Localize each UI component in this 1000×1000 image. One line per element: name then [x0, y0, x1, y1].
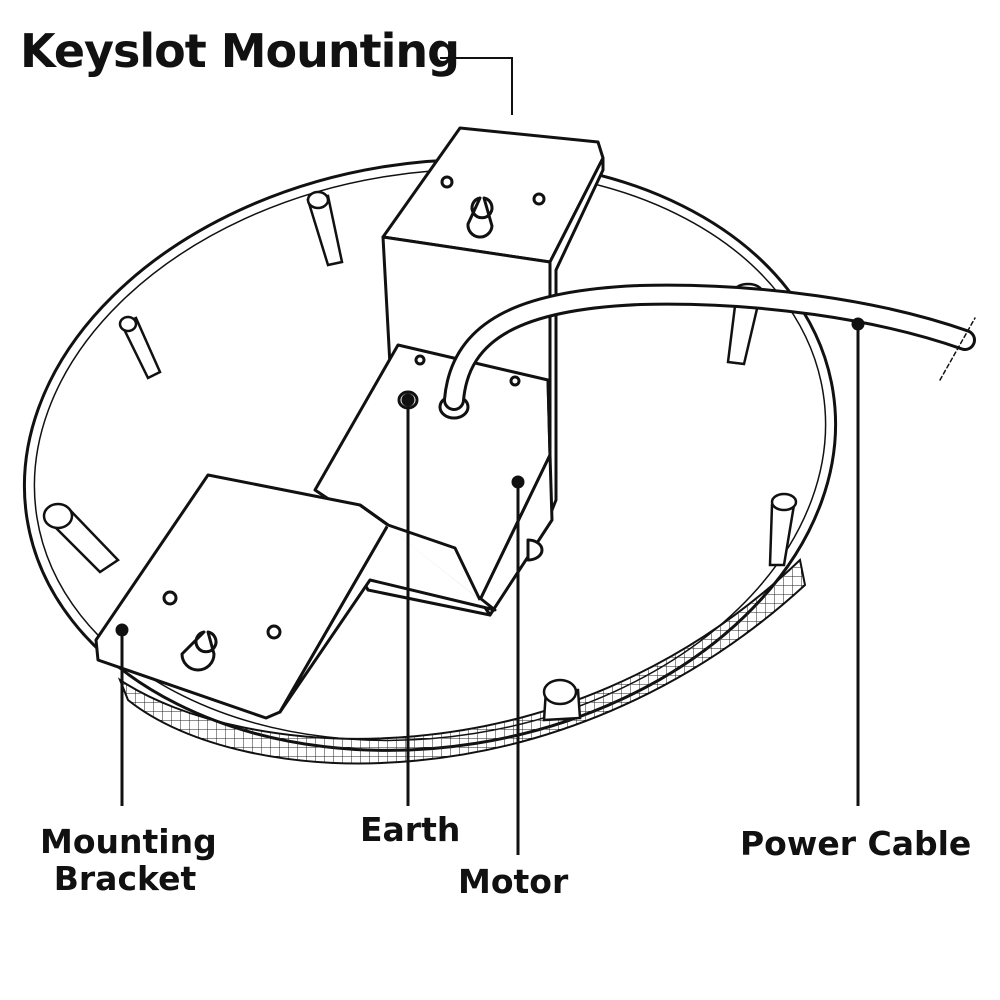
label-mounting-bracket: Mounting Bracket: [40, 822, 217, 898]
keyslot-icon-bottom: [180, 630, 218, 672]
label-earth: Earth: [360, 810, 461, 849]
label-power-cable: Power Cable: [740, 824, 972, 863]
peg-1: [306, 190, 344, 267]
power-cable: [443, 283, 976, 411]
label-mounting-bracket-line2: Bracket: [53, 858, 197, 898]
peg-2: [118, 315, 162, 380]
label-mounting-bracket-line1: Mounting: [40, 822, 217, 861]
peg-5: [768, 492, 798, 567]
leader-keyslot: [440, 57, 513, 115]
diagram-title: Keyslot Mounting: [20, 24, 460, 78]
label-motor: Motor: [458, 862, 569, 901]
keyslot-icon-top: [466, 196, 494, 239]
peg-3: [42, 502, 120, 574]
mounting-bracket: [94, 473, 497, 720]
peg-6: [542, 678, 582, 722]
leader-lines: [115, 57, 865, 855]
mesh-rim: [117, 558, 807, 765]
